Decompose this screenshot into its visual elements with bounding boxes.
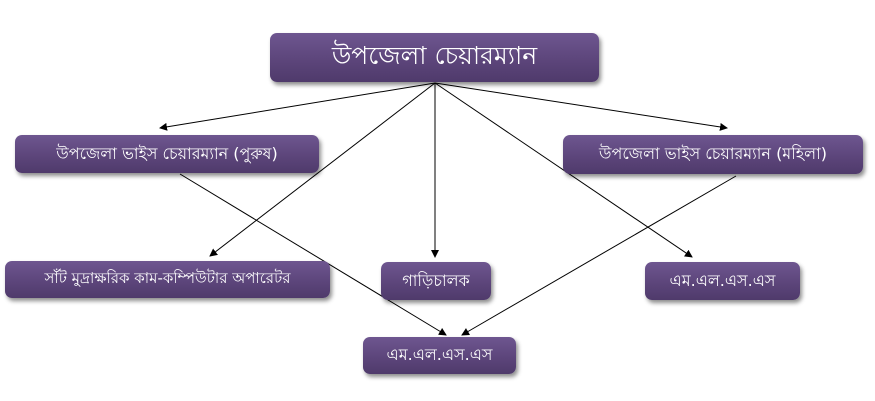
arrow-chairman-operator bbox=[209, 82, 436, 257]
arrow-vice-female-mlss bbox=[461, 175, 737, 336]
node-vice-chairman-male: উপজেলা ভাইস চেয়ারম্যান (পুরুষ) bbox=[15, 135, 319, 173]
node-computer-operator: সাঁট মুদ্রাক্ষরিক কাম-কম্পিউটার অপারেটর bbox=[5, 261, 330, 298]
arrow-chairman-vice-female bbox=[434, 82, 728, 131]
node-vice-chairman-female: উপজেলা ভাইস চেয়ারম্যান (মহিলা) bbox=[563, 135, 863, 174]
arrow-vice-male-mlss bbox=[179, 173, 447, 336]
node-driver: গাড়িচালক bbox=[381, 262, 491, 300]
node-mlss-right: এম.এল.এস.এস bbox=[645, 262, 800, 300]
node-mlss-bottom: এম.এল.এস.এস bbox=[363, 337, 516, 374]
node-upazila-chairman: উপজেলা চেয়ারম্যান bbox=[270, 33, 599, 82]
arrow-chairman-vice-male bbox=[159, 82, 436, 131]
